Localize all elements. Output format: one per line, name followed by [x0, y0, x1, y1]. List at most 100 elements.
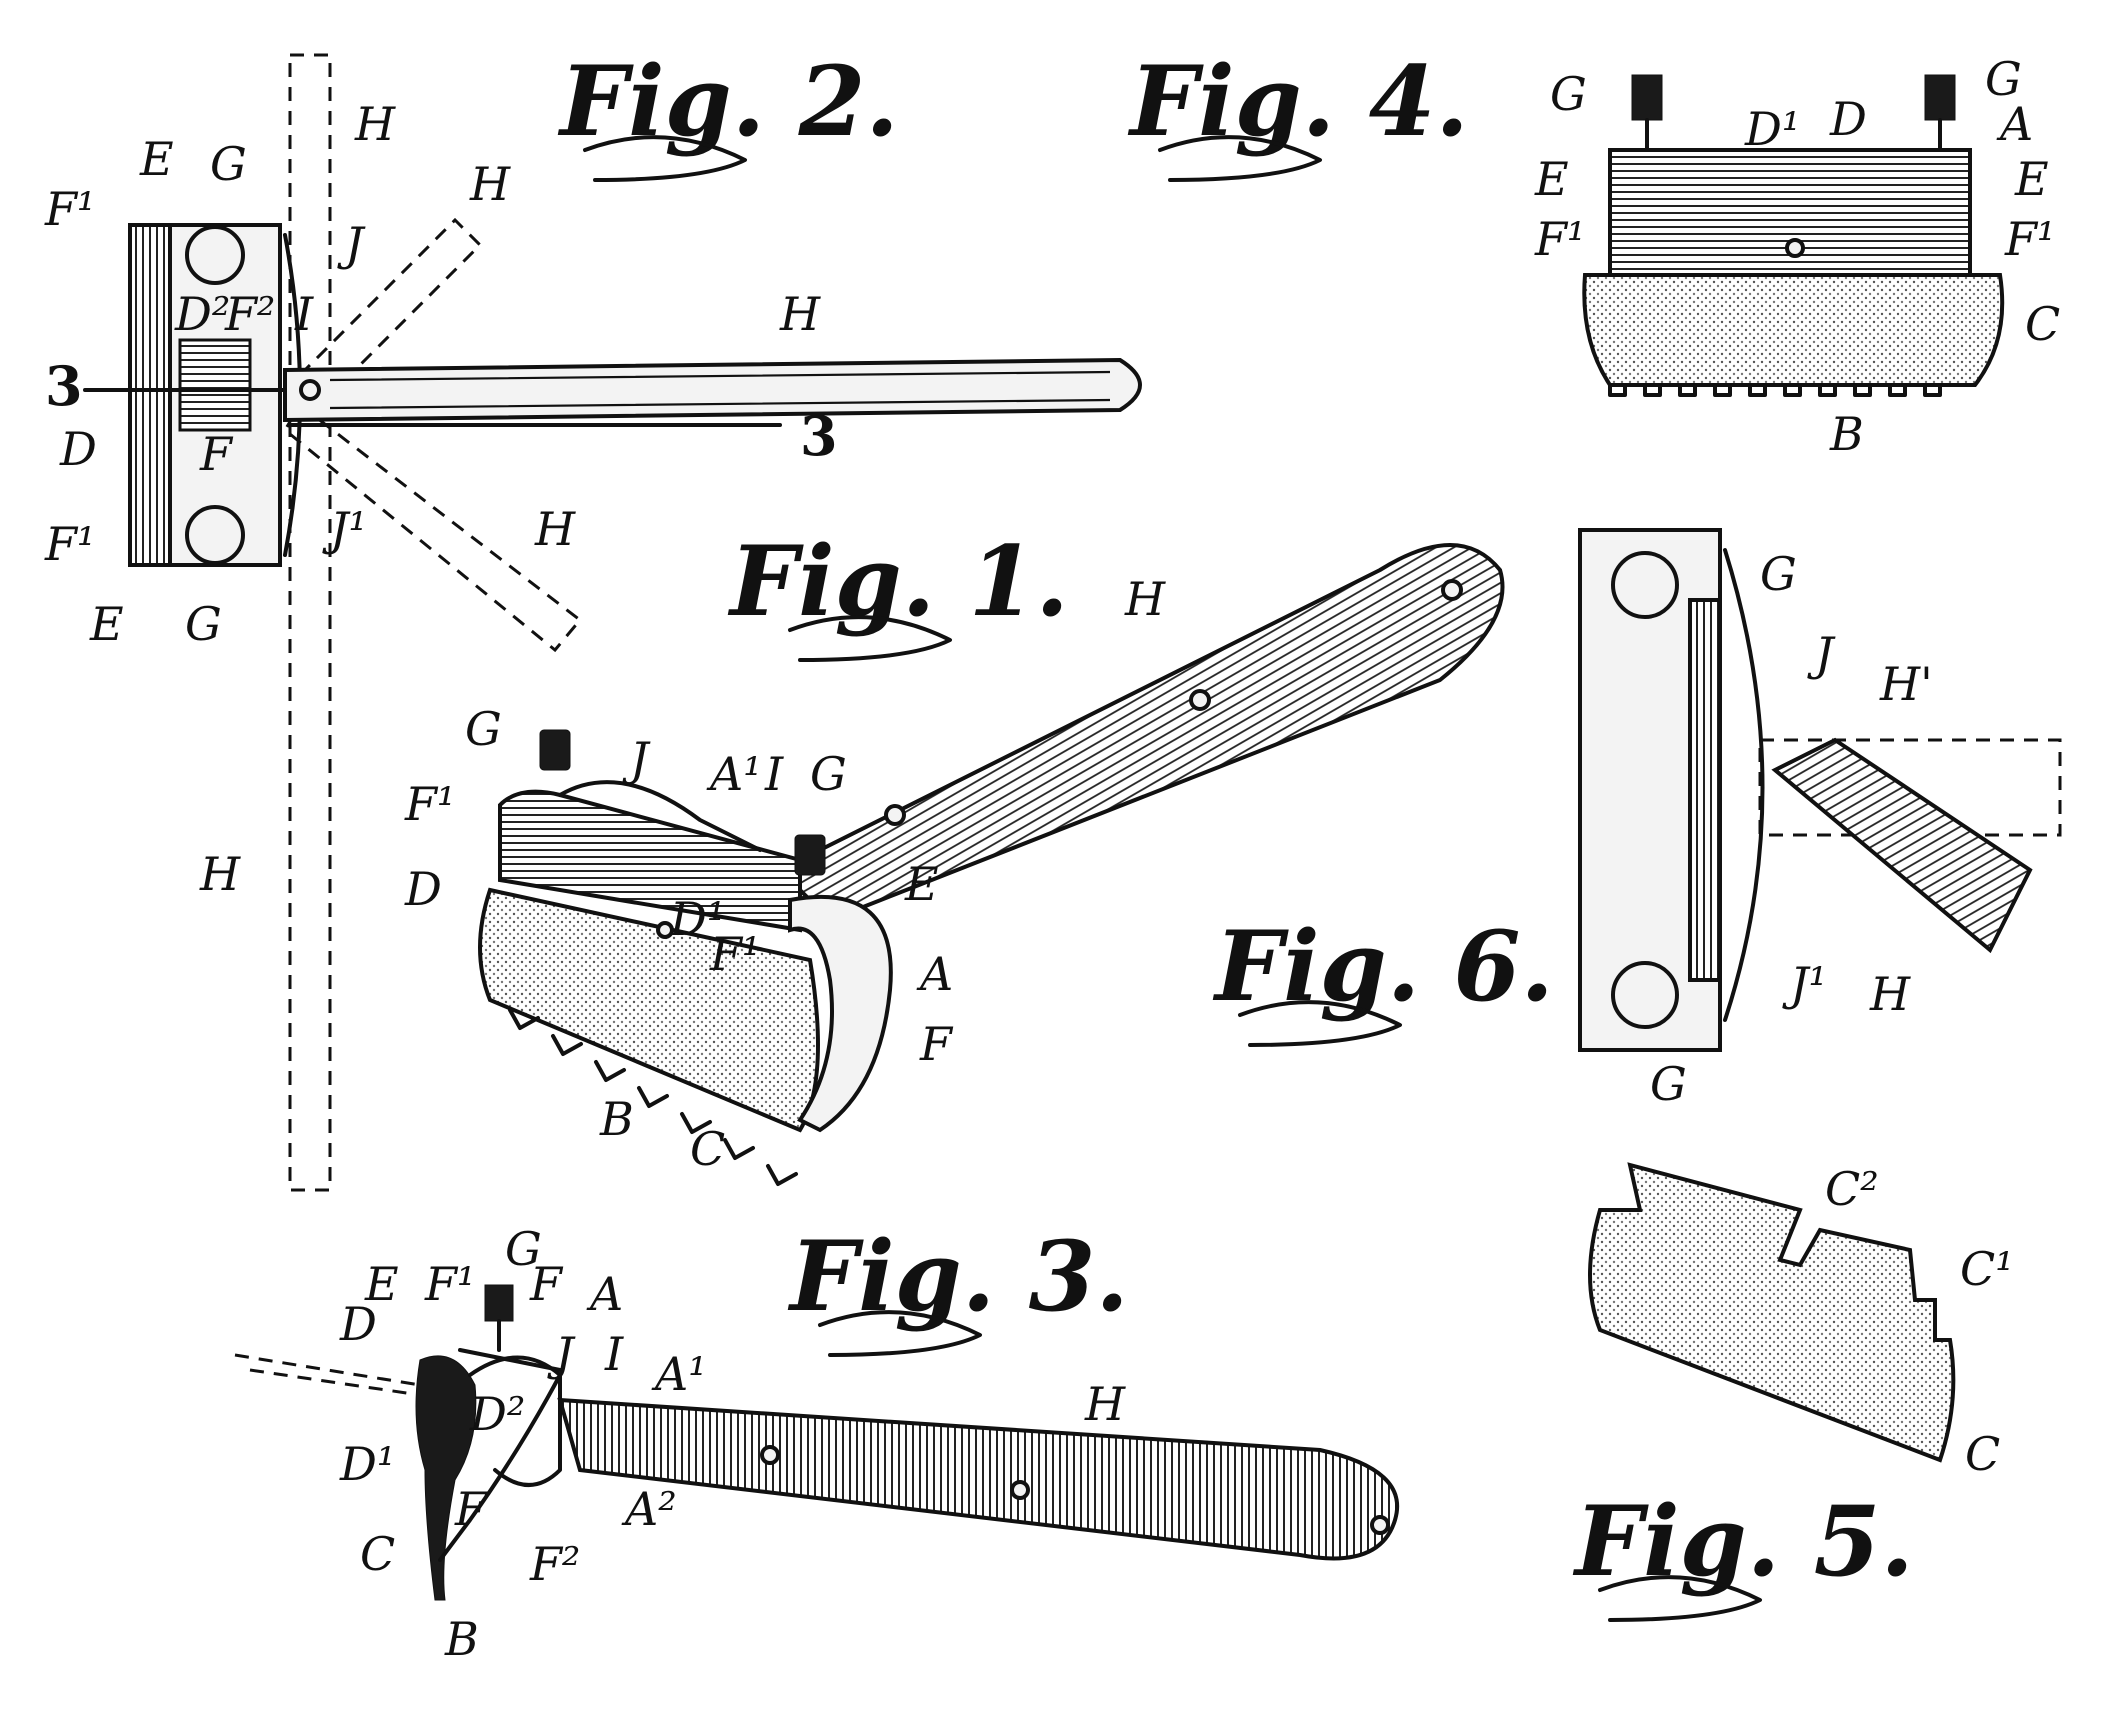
fig3-hair-lines: [235, 1355, 420, 1395]
fig6-handle-H: [1775, 740, 2030, 950]
fig1-handle-rivet-2: [1191, 691, 1209, 709]
fig6-screw-G-bottom: [1613, 963, 1677, 1027]
fig3-title: Fig. 3.: [787, 1220, 1129, 1333]
fig2-handle-alt-vertical: [290, 55, 330, 1190]
fig3-label-D: D: [339, 1297, 377, 1351]
fig1-label-G-left: G: [465, 702, 502, 756]
figure-4: Fig. 4. G G D¹ D A E E F¹ F¹ C B: [1127, 45, 2060, 461]
fig2-pivot-I: [301, 381, 319, 399]
fig2-screw-G-top: [187, 227, 243, 283]
fig3-label-F: F: [529, 1257, 564, 1311]
fig3-handle-H: [560, 1400, 1397, 1558]
fig1-label-E: E: [904, 857, 939, 911]
fig2-label-H-main: H: [779, 287, 821, 341]
fig2-label-D2: D²: [174, 287, 230, 341]
fig1-handle-rivet-3: [886, 806, 904, 824]
fig3-label-D1: D¹: [339, 1437, 395, 1491]
fig1-label-I: I: [764, 747, 784, 801]
fig4-label-F1-left: F¹: [1534, 212, 1585, 266]
fig1-screw-G-right: [795, 835, 825, 875]
figure-3: Fig. 3. G E F¹ F A D J I A¹ D² H D¹ F A²…: [235, 1220, 1397, 1666]
fig3-screw-G: [485, 1285, 513, 1321]
fig1-label-A1: A¹: [706, 747, 762, 801]
fig6-spring-J: [1725, 550, 1763, 1020]
fig6-label-H1: H': [1879, 657, 1933, 711]
fig4-hole-D1: [1787, 240, 1803, 256]
fig3-label-F1: F¹: [424, 1257, 475, 1311]
fig3-label-I: I: [604, 1327, 624, 1381]
fig3-label-A2: A²: [621, 1482, 677, 1536]
fig1-label-F: F: [919, 1017, 954, 1071]
figure-5: C² C¹ C Fig. 5.: [1572, 1162, 2014, 1620]
fig2-label-G-bottom: G: [185, 597, 222, 651]
fig2-label-F: F: [199, 427, 234, 481]
fig4-comb-C: [1584, 275, 2002, 385]
fig2-section-3-right: 3: [800, 404, 838, 468]
fig3-blade-holder-D: [416, 1356, 476, 1600]
fig3-label-D2: D²: [469, 1387, 525, 1441]
fig4-screw-G-right: [1925, 75, 1955, 120]
fig3-label-H: H: [1084, 1377, 1126, 1431]
fig3-label-C: C: [360, 1527, 395, 1581]
fig2-blade-D: [130, 225, 170, 565]
fig3-label-F-lower: F: [454, 1482, 489, 1536]
fig2-label-H-down: H: [534, 502, 576, 556]
fig2-label-F1-top: F¹: [44, 182, 95, 236]
fig1-label-F1-left: F¹: [404, 777, 455, 831]
fig1-label-G-right: G: [810, 747, 847, 801]
fig2-label-H-vertical: H: [199, 847, 241, 901]
fig2-screw-G-bottom: [187, 507, 243, 563]
fig6-screw-G-top: [1613, 553, 1677, 617]
figure-1: Fig. 1. G J A¹ I G H F¹ D E D¹ F¹ A F B …: [404, 525, 1503, 1184]
fig2-label-H-up: H: [469, 157, 511, 211]
fig6-label-H: H: [1869, 967, 1911, 1021]
fig3-plate-F: [460, 1350, 560, 1370]
fig3-handle-rivet-3: [1372, 1517, 1388, 1533]
fig4-label-D1: D¹: [1744, 102, 1800, 156]
fig3-label-A1: A¹: [651, 1347, 707, 1401]
fig4-label-G-left: G: [1550, 67, 1587, 121]
fig1-label-C: C: [690, 1122, 725, 1176]
fig6-label-G-bottom: G: [1650, 1057, 1687, 1111]
fig2-label-H-top: H: [354, 97, 396, 151]
fig3-handle-rivet-1: [762, 1447, 778, 1463]
fig4-title: Fig. 4.: [1127, 45, 1469, 158]
fig4-screw-G-left: [1632, 75, 1662, 120]
fig2-label-E-bottom: E: [89, 597, 124, 651]
fig1-label-B: B: [599, 1092, 634, 1146]
fig2-label-E-top: E: [139, 132, 174, 186]
fig1-label-A: A: [916, 947, 953, 1001]
fig4-label-E-left: E: [1534, 152, 1569, 206]
fig2-label-D: D: [59, 422, 97, 476]
fig4-label-B: B: [1829, 407, 1864, 461]
fig3-label-B: B: [444, 1612, 479, 1666]
fig2-label-J: J: [337, 217, 366, 271]
fig1-label-J: J: [622, 732, 651, 786]
fig3-label-J: J: [547, 1327, 576, 1381]
fig6-label-J: J: [1807, 627, 1836, 681]
fig5-blade-C: [1590, 1165, 1953, 1460]
fig2-section-3-left: 3: [45, 354, 83, 418]
fig3-label-A: A: [586, 1267, 623, 1321]
fig2-label-F2: F²: [224, 287, 275, 341]
fig5-label-C: C: [1965, 1427, 2000, 1481]
fig2-label-G-top: G: [210, 137, 247, 191]
fig6-label-G-top: G: [1760, 547, 1797, 601]
fig2-label-F1-bottom: F¹: [44, 517, 95, 571]
fig2-handle-H: [285, 360, 1140, 420]
fig5-label-C2: C²: [1825, 1162, 1879, 1216]
fig2-clip-F: [180, 340, 250, 430]
fig1-label-D: D: [404, 862, 442, 916]
fig3-handle-rivet-2: [1012, 1482, 1028, 1498]
fig1-screw-G-left: [540, 730, 570, 770]
fig6-blade: [1690, 600, 1720, 980]
fig6-label-J1: J¹: [1782, 957, 1827, 1011]
fig4-label-C: C: [2025, 297, 2060, 351]
fig4-label-F1-right: F¹: [2004, 212, 2055, 266]
fig1-label-H: H: [1124, 572, 1166, 626]
fig5-label-C1: C¹: [1960, 1242, 2014, 1296]
fig3-label-F2: F²: [529, 1537, 580, 1591]
fig1-label-F1-right: F¹: [709, 927, 760, 981]
